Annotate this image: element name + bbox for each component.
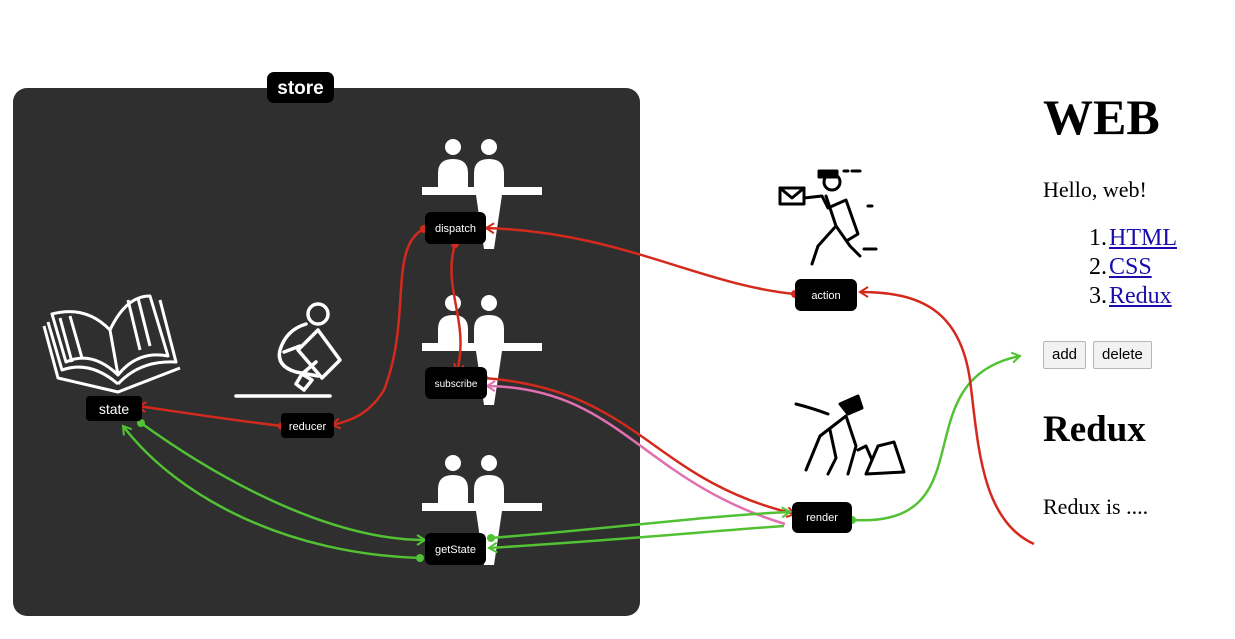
- node-getstate: getState: [425, 533, 486, 565]
- node-action: action: [795, 279, 857, 311]
- svg-text:reducer: reducer: [289, 421, 327, 433]
- list-item: 1. HTML: [1043, 224, 1233, 253]
- store-label: store: [277, 78, 323, 99]
- delete-button[interactable]: delete: [1093, 341, 1152, 369]
- list-item: 2. CSS: [1043, 253, 1233, 282]
- node-subscribe: subscribe: [425, 367, 487, 399]
- node-reducer: reducer: [281, 413, 334, 438]
- svg-text:dispatch: dispatch: [435, 223, 476, 235]
- svg-text:getState: getState: [435, 544, 476, 556]
- webpage-to-action-arrow: [860, 292, 1034, 544]
- section-title: Redux: [1043, 405, 1233, 455]
- section-body: Redux is ....: [1043, 493, 1233, 521]
- store-box: [13, 88, 640, 616]
- topic-link-redux[interactable]: Redux: [1109, 283, 1172, 309]
- node-state: state: [86, 396, 142, 421]
- button-row: add delete: [1043, 341, 1233, 369]
- topic-list: 1. HTML 2. CSS 3. Redux: [1043, 224, 1233, 311]
- svg-text:state: state: [99, 401, 130, 417]
- topic-link-css[interactable]: CSS: [1109, 254, 1152, 280]
- courier-icon: [780, 171, 876, 264]
- svg-text:action: action: [811, 290, 840, 302]
- node-dispatch: dispatch: [425, 212, 486, 244]
- web-page-preview: WEB Hello, web! 1. HTML 2. CSS 3. Redux …: [1043, 80, 1233, 521]
- page-title: WEB: [1043, 80, 1233, 154]
- digger-icon: [796, 396, 904, 474]
- node-render: render: [792, 502, 852, 533]
- svg-text:render: render: [806, 512, 838, 524]
- list-item: 3. Redux: [1043, 282, 1233, 311]
- render-to-webpage-arrow: [852, 356, 1020, 520]
- topic-link-html[interactable]: HTML: [1109, 225, 1177, 251]
- add-button[interactable]: add: [1043, 341, 1086, 369]
- greeting-text: Hello, web!: [1043, 176, 1233, 204]
- svg-text:subscribe: subscribe: [435, 379, 478, 390]
